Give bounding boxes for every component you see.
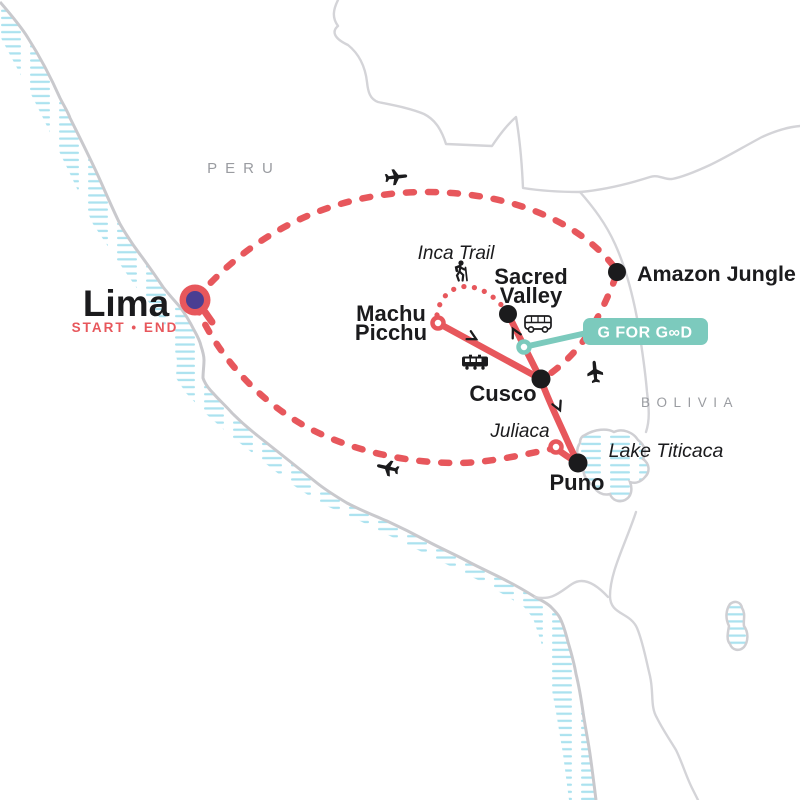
- coastline: [0, 1, 598, 800]
- label-cusco: Cusco: [469, 381, 536, 406]
- label-lima: Lima: [83, 283, 170, 324]
- train-icon: [462, 354, 488, 370]
- small-lake: [725, 600, 749, 652]
- direction-chevron: [511, 326, 522, 340]
- direction-chevron: [551, 399, 562, 413]
- label-juliaca: Juliaca: [489, 421, 549, 442]
- country-border-north: [332, 0, 800, 194]
- region-label-peru: PERU: [207, 160, 281, 177]
- stop-dot-cusco: [531, 369, 551, 389]
- label-machu-picchu-line2: Picchu: [355, 320, 427, 345]
- label-machu-picchu-line1: Machu: [356, 301, 426, 326]
- label-inca-trail: Inca Trail: [418, 243, 496, 264]
- flight-route-lima-amazon: [192, 188, 619, 303]
- country-border-junction: [533, 579, 610, 600]
- country-border-east: [578, 190, 650, 434]
- region-label-bolivia: BOLIVIA: [641, 395, 739, 410]
- stop-dot-puno: [568, 453, 588, 473]
- flight-route-juliaca-lima: [192, 301, 555, 467]
- trek-route-inca-trail: [434, 283, 506, 318]
- start-end-marker: [179, 284, 216, 326]
- direction-chevron: [465, 330, 479, 341]
- waypoint-circle-juliaca: [548, 439, 564, 455]
- country-border-south: [608, 510, 700, 800]
- label-puno: Puno: [550, 470, 605, 495]
- label-sacred-valley-line2: Valley: [500, 283, 563, 308]
- g-for-good-badge: G FOR G∞D: [583, 318, 708, 345]
- label-start-end: START • END: [72, 320, 179, 335]
- g-for-good-stop: [516, 339, 532, 355]
- label-lake-titicaca: Lake Titicaca: [609, 440, 724, 462]
- bus-icon: [524, 315, 552, 333]
- route-machu-picchu-cusco: [434, 319, 543, 382]
- plane-icon: [384, 169, 408, 186]
- stop-dot-amazon-jungle: [608, 263, 626, 281]
- stop-dot-sacred-valley: [499, 305, 517, 323]
- waypoint-circle-machu-picchu: [430, 315, 446, 331]
- plane-icon: [587, 360, 604, 384]
- g-for-good-label: G FOR G∞D: [597, 325, 692, 342]
- label-sacred-valley-line1: Sacred: [494, 264, 567, 289]
- hiker-icon: [454, 260, 468, 282]
- plane-icon: [376, 460, 400, 477]
- label-amazon-jungle: Amazon Jungle: [637, 262, 796, 286]
